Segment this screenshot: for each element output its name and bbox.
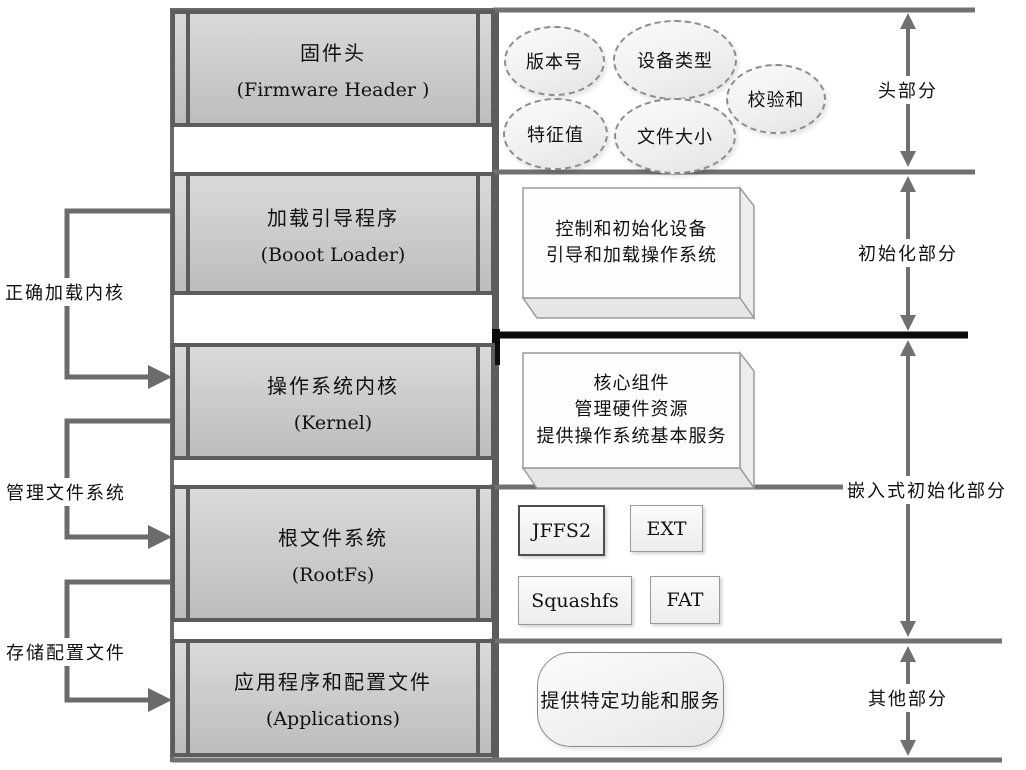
kernel-description: 核心组件 管理硬件资源 提供操作系统基本服务 [523, 353, 740, 468]
dimension-arrows [900, 13, 916, 756]
fsbox-jffs2: JFFS2 [518, 505, 605, 556]
ellipse-signature: 特征值 [503, 98, 608, 170]
row-rootfs-zh: 根文件系统 [278, 525, 388, 550]
row-firmware-header: 固件头 (Firmware Header ) [171, 10, 495, 127]
fsbox-jffs2-label: JFFS2 [531, 519, 592, 542]
left-connector-arrowheads [148, 365, 172, 712]
label-init-section: 初始化部分 [854, 239, 962, 267]
fsbox-ext-label: EXT [646, 517, 687, 540]
fsbox-squashfs: Squashfs [518, 576, 632, 625]
ellipse-version-number: 版本号 [504, 26, 605, 96]
ellipse-file-size: 文件大小 [614, 98, 736, 174]
applications-description-box: 提供特定功能和服务 [537, 652, 724, 747]
kernel-description-line2: 管理硬件资源 [574, 399, 689, 421]
fsbox-fat: FAT [650, 576, 720, 624]
label-header-section: 头部分 [874, 76, 942, 104]
row-boot-loader: 加载引导程序 (Booot Loader) [171, 172, 495, 295]
ellipse-version-number-label: 版本号 [526, 52, 583, 73]
label-other-section: 其他部分 [864, 684, 952, 712]
row-firmware-header-en: (Firmware Header ) [236, 78, 430, 101]
label-store-config: 存储配置文件 [2, 638, 130, 666]
row-firmware-header-zh: 固件头 [300, 40, 366, 65]
row-boot-loader-zh: 加载引导程序 [267, 205, 399, 230]
bootloader-description-line1: 控制和初始化设备 [555, 218, 708, 240]
row-kernel-zh: 操作系统内核 [267, 373, 399, 398]
bold-divider-vertical-segment [492, 329, 500, 365]
label-manage-filesystem: 管理文件系统 [2, 478, 130, 506]
row-applications-zh: 应用程序和配置文件 [234, 670, 432, 694]
row-applications: 应用程序和配置文件 (Applications) [171, 639, 495, 757]
kernel-description-line3: 提供操作系统基本服务 [536, 425, 727, 447]
ellipse-device-type: 设备类型 [613, 20, 737, 100]
applications-description-label: 提供特定功能和服务 [540, 690, 721, 712]
ellipse-device-type-label: 设备类型 [637, 51, 713, 72]
label-embedded-init-section: 嵌入式初始化部分 [843, 476, 1011, 504]
row-rootfs: 根文件系统 (RootFs) [171, 485, 495, 622]
kernel-description-line1: 核心组件 [593, 373, 670, 395]
ellipse-signature-label: 特征值 [527, 125, 584, 146]
bootloader-description: 控制和初始化设备 引导和加载操作系统 [523, 188, 740, 298]
bootloader-description-line2: 引导和加载操作系统 [546, 245, 717, 266]
row-kernel: 操作系统内核 (Kernel) [171, 343, 495, 460]
ellipse-checksum: 校验和 [726, 64, 826, 134]
ellipse-file-size-label: 文件大小 [637, 127, 713, 148]
fsbox-fat-label: FAT [666, 589, 704, 611]
label-load-kernel: 正确加载内核 [1, 278, 129, 306]
fsbox-squashfs-label: Squashfs [531, 589, 619, 612]
fsbox-ext: EXT [630, 505, 703, 552]
row-rootfs-en: (RootFs) [291, 563, 375, 586]
row-kernel-en: (Kernel) [293, 411, 373, 434]
ellipse-checksum-label: 校验和 [747, 90, 805, 111]
row-applications-en: (Applications) [265, 708, 401, 730]
row-boot-loader-en: (Booot Loader) [260, 243, 406, 266]
